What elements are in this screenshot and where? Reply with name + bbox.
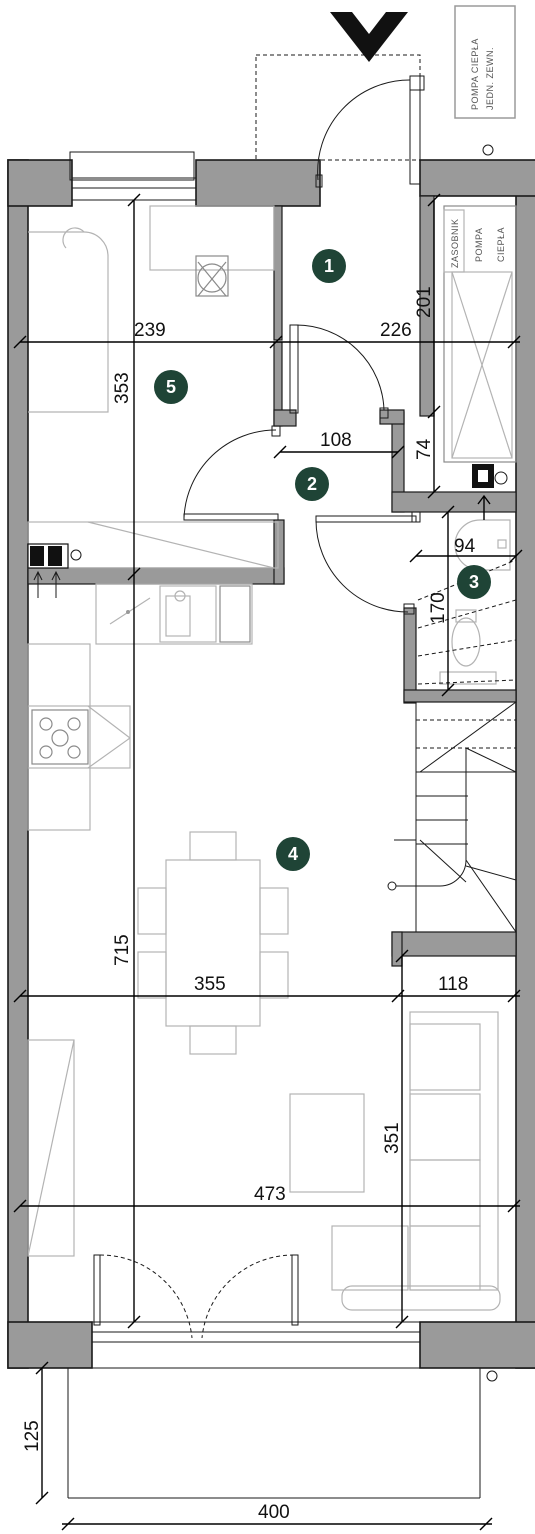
bathroom-fixtures [417, 519, 517, 685]
terrace-window [91, 1254, 421, 1369]
room-number-1: 1 [324, 256, 334, 276]
dim-351: 351 [382, 1122, 403, 1154]
room-number-5: 5 [166, 377, 176, 397]
dim-201: 201 [414, 286, 435, 318]
tank-label-line1: ZASOBNIK [450, 218, 460, 268]
dim-473: 473 [254, 1184, 286, 1205]
room-badge-1: 1 [312, 249, 346, 283]
room-number-2: 2 [307, 474, 317, 494]
dim-239: 239 [134, 320, 166, 341]
room-number-4: 4 [288, 844, 298, 864]
room-badge-4: 4 [276, 837, 310, 871]
room-badges: 1 2 3 4 5 [154, 249, 491, 871]
outer-walls [7, 159, 535, 1369]
heat-pump-label-line2: JEDN. ZEWN. [485, 47, 495, 110]
dim-353: 353 [112, 372, 133, 404]
dimension-texts: 239 226 201 353 108 74 94 170 715 355 11… [22, 286, 476, 1523]
living-room-furniture [27, 1011, 501, 1311]
dim-170: 170 [428, 592, 449, 624]
dim-108: 108 [320, 430, 352, 451]
dim-715: 715 [112, 934, 133, 966]
top-wall-right [419, 159, 535, 197]
kitchen [27, 521, 279, 831]
entrance [255, 12, 425, 188]
dim-226: 226 [380, 320, 412, 341]
top-window [69, 151, 197, 201]
left-wall [7, 159, 29, 1369]
bottom-wall-right [419, 1321, 535, 1369]
top-wall-middle [195, 159, 321, 207]
tank-label-line2: POMPA [474, 228, 484, 262]
dim-74: 74 [414, 438, 435, 460]
dim-118: 118 [438, 974, 468, 995]
room5-furniture [28, 205, 275, 413]
interior-doors [183, 324, 421, 615]
dining-set [137, 831, 289, 1055]
dimension-lines [13, 193, 523, 1531]
interior-walls [27, 195, 517, 967]
top-wall-left [7, 159, 73, 207]
dim-94: 94 [454, 536, 476, 557]
dim-400: 400 [258, 1502, 290, 1523]
heat-pump-tank: ZASOBNIK POMPA CIEPŁA [443, 205, 517, 488]
staircase [387, 701, 517, 933]
dim-355: 355 [194, 974, 226, 995]
room-badge-5: 5 [154, 370, 188, 404]
entrance-arrow-icon [330, 12, 408, 62]
room-badge-3: 3 [457, 565, 491, 599]
heat-pump-outdoor-unit: POMPA CIEPŁA JEDN. ZEWN. [454, 5, 516, 156]
heat-pump-label-line1: POMPA CIEPŁA [470, 38, 480, 110]
room-badge-2: 2 [295, 467, 329, 501]
dim-125: 125 [22, 1420, 43, 1452]
room-number-3: 3 [469, 572, 479, 592]
right-wall [515, 194, 535, 1369]
bottom-wall-left [7, 1321, 93, 1369]
terrace [67, 1368, 498, 1499]
tank-label-line3: CIEPŁA [496, 227, 506, 262]
